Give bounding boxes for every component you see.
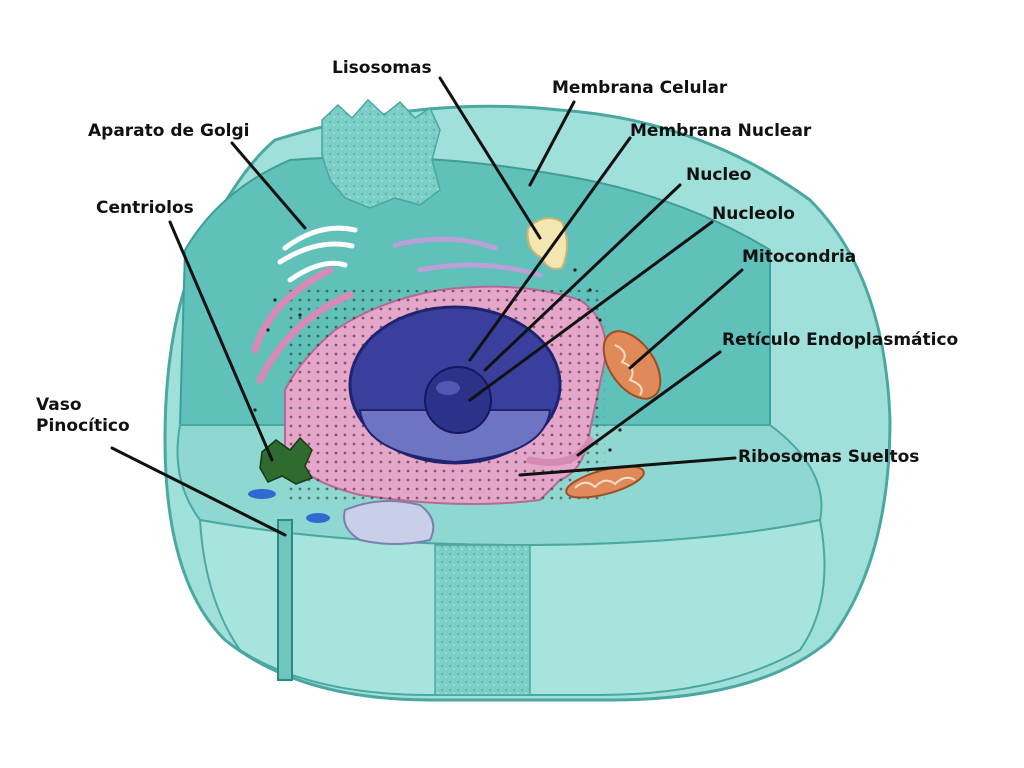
label-centriolos: Centriolos <box>96 198 194 218</box>
er-fold <box>251 266 594 466</box>
centrioles <box>259 436 314 485</box>
mitochondrion-lower-cristae <box>574 476 636 489</box>
label-lisosomas: Lisosomas <box>332 58 432 78</box>
pinocytic-vessel <box>277 519 293 681</box>
pinocytic-vesicle-2 <box>306 513 330 523</box>
nucleolus-highlight <box>436 381 460 395</box>
label-ribosomas-sueltos: Ribosomas Sueltos <box>738 447 920 467</box>
nuclear-envelope-cut <box>358 409 552 464</box>
membrane-protein-top <box>321 98 441 209</box>
nucleolus <box>424 366 492 434</box>
label-reticulo-endoplasmatico: Retículo Endoplasmático <box>722 330 959 350</box>
label-membrana-celular: Membrana Celular <box>552 78 728 98</box>
er-fold-top <box>392 236 543 278</box>
label-membrana-nuclear: Membrana Nuclear <box>630 121 812 141</box>
label-vaso-pinocitico: Vaso Pinocítico <box>36 395 130 437</box>
mitochondrion-upper-cristae <box>614 344 643 396</box>
label-aparato-golgi: Aparato de Golgi <box>88 121 250 141</box>
label-mitocondria: Mitocondria <box>742 247 857 267</box>
label-vaso-line2: Pinocítico <box>36 416 130 436</box>
mitochondrion-lower <box>565 465 645 499</box>
membrane-protein-strip <box>434 544 531 696</box>
label-vaso-line1: Vaso <box>36 395 82 415</box>
vacuole <box>343 500 435 545</box>
pinocytic-vesicle <box>248 489 276 499</box>
label-nucleo: Nucleo <box>686 165 752 185</box>
leader-lines <box>110 76 744 537</box>
free-ribosomes <box>253 268 622 452</box>
lysosome <box>526 217 568 270</box>
label-nucleolo: Nucleolo <box>712 204 795 224</box>
golgi-apparatus <box>277 225 358 283</box>
